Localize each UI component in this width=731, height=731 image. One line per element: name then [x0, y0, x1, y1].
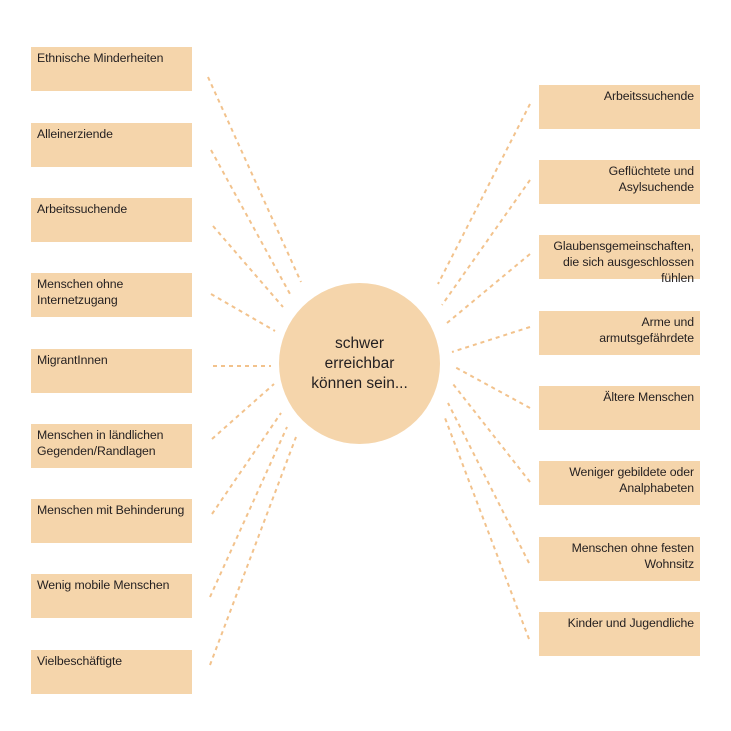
box-label-line: Gegenden/Randlagen	[37, 444, 156, 458]
connector-ray	[210, 293, 276, 332]
right-box-ohne-festen-wohnsitz: Menschen ohne festen Wohnsitz	[539, 537, 700, 581]
box-label-line: Menschen mit Behinderung	[37, 503, 185, 517]
connector-ray	[209, 436, 297, 666]
box-label-line: Alleinerziende	[37, 127, 113, 141]
connector-ray	[452, 365, 531, 409]
box-label-line: Internetzugang	[37, 293, 118, 307]
connector-ray	[452, 383, 531, 483]
box-label-line: Weniger gebildete oder	[569, 465, 694, 479]
left-box-laendliche-gegenden: Menschen in ländlichen Gegenden/Randlage…	[31, 424, 192, 468]
right-box-arbeitssuchende: Arbeitssuchende	[539, 85, 700, 129]
box-label-line: Geflüchtete und	[608, 164, 694, 178]
center-circle: schwer erreichbar können sein...	[279, 283, 440, 444]
box-label-line: Kinder und Jugendliche	[567, 616, 694, 630]
right-box-glaubensgemeinschaften: Glaubensgemeinschaften, die sich ausgesc…	[539, 235, 700, 285]
left-box-menschen-ohne-internetzugang: Menschen ohne Internetzugang	[31, 273, 192, 317]
left-box-vielbeschaeftigte: Vielbeschäftigte	[31, 650, 192, 694]
center-line: schwer	[334, 334, 385, 352]
box-label-line: Glaubensgemeinschaften,	[553, 239, 694, 253]
box-label-line: Menschen ohne festen	[571, 541, 695, 555]
right-box-kinder-jugendliche: Kinder und Jugendliche	[539, 612, 700, 656]
box-label-line: Ältere Menschen	[603, 390, 694, 404]
left-box-wenig-mobile-menschen: Wenig mobile Menschen	[31, 574, 192, 618]
left-box-menschen-mit-behinderung: Menschen mit Behinderung	[31, 499, 192, 543]
right-box-aeltere-menschen: Ältere Menschen	[539, 386, 700, 430]
center-line: können sein...	[311, 374, 408, 392]
connector-ray	[437, 103, 531, 285]
connector-ray	[441, 179, 531, 306]
box-label-line: Arme und armutsgefährdete	[599, 315, 694, 345]
box-label-line: Wenig mobile Menschen	[37, 578, 170, 592]
box-label-line: MigrantInnen	[37, 353, 108, 367]
left-box-alleinerziende: Alleinerziende	[31, 123, 192, 167]
box-label-line: Vielbeschäftigte	[37, 654, 122, 668]
box-label-line: Menschen in ländlichen	[37, 428, 164, 442]
left-box-arbeitssuchende: Arbeitssuchende	[31, 198, 192, 242]
left-box-migrantinnen: MigrantInnen	[31, 349, 192, 393]
connector-ray	[446, 253, 531, 324]
connector-ray	[447, 402, 530, 564]
connector-ray	[444, 417, 530, 640]
box-label-line: Asylsuchende	[618, 180, 694, 194]
connector-ray	[209, 426, 288, 598]
right-box-gefluechtete: Geflüchtete und Asylsuchende	[539, 160, 700, 204]
box-label-line: Arbeitssuchende	[37, 202, 128, 216]
connector-ray	[211, 383, 275, 440]
right-box-weniger-gebildete: Weniger gebildete oder Analphabeten	[539, 461, 700, 505]
center-line: erreichbar	[324, 354, 395, 372]
connector-ray	[210, 149, 291, 295]
connector-ray	[451, 326, 531, 353]
left-box-ethnische-minderheiten: Ethnische Minderheiten	[31, 47, 192, 91]
box-label-line: die sich ausgeschlossen	[563, 255, 694, 269]
connector-ray	[207, 76, 302, 283]
box-label-line: Wohnsitz	[644, 557, 694, 571]
connector-ray	[212, 225, 284, 308]
right-box-arme-armutsgefaehrdete: Arme und armutsgefährdete	[539, 311, 700, 355]
box-label-line: fühlen	[661, 271, 694, 285]
box-label-line: Ethnische Minderheiten	[37, 51, 164, 65]
box-label-line: Analphabeten	[619, 481, 694, 495]
box-label-line: Arbeitssuchende	[603, 89, 694, 103]
box-label-line: Menschen ohne	[37, 277, 124, 291]
